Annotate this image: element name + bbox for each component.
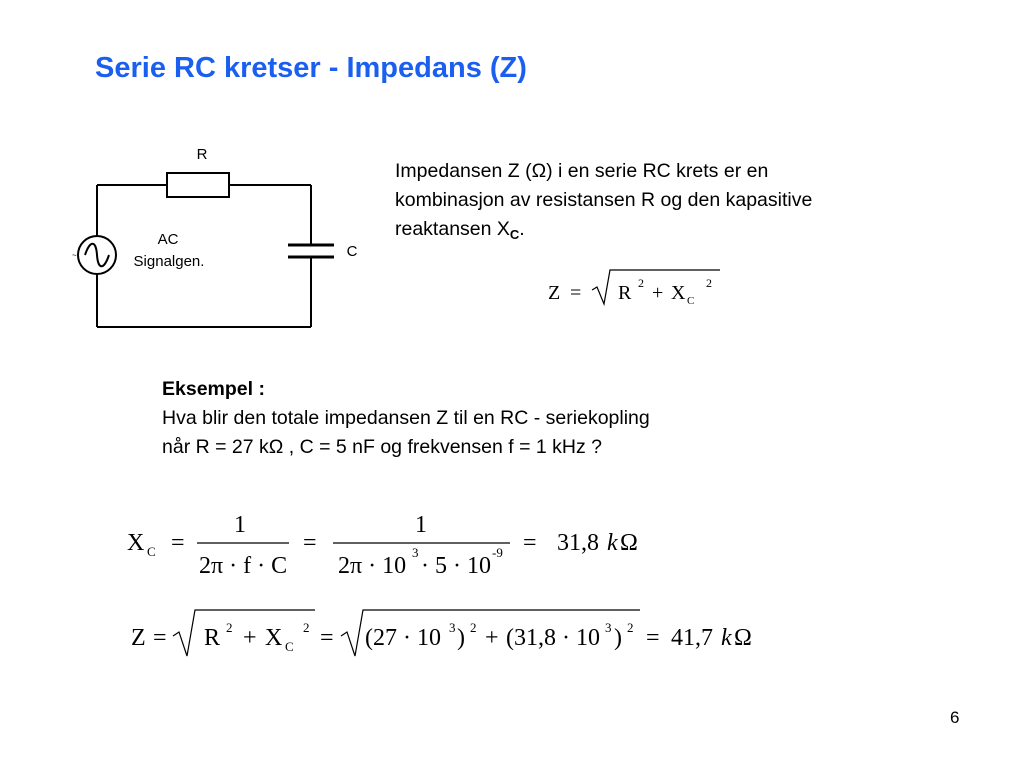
- xc-subscript: C: [509, 227, 520, 242]
- resistor-symbol: [166, 172, 230, 198]
- intro-line-1: Impedansen Z (Ω) i en serie RC krets er …: [395, 160, 769, 182]
- formula3-result-unit: Ω: [734, 625, 752, 651]
- formula3-term2-exp: 3: [605, 620, 612, 635]
- formula3-term2-close: ): [614, 625, 622, 651]
- capacitor-label: C: [347, 243, 358, 260]
- formula2-den2-a: 2π · 10: [338, 553, 406, 579]
- formula3-equals-2: =: [320, 625, 334, 651]
- intro-line-2: kombinasjon av resistansen R og den kapa…: [395, 189, 813, 211]
- formula2-x-sub: C: [147, 544, 156, 559]
- formula3-x-sub: C: [285, 639, 294, 654]
- formula1-x-sub: C: [687, 295, 694, 307]
- sine-wave-icon: [84, 242, 110, 268]
- formula1-r: R: [618, 282, 632, 304]
- formula3-term1-exp: 3: [449, 620, 456, 635]
- formula3-r-exp: 2: [226, 620, 233, 635]
- reactance-calculation: X C = 1 2π · f · C = 1 2π · 10 3 · 5 · 1…: [127, 512, 638, 579]
- formula2-x: X: [127, 530, 144, 556]
- sqrt-symbol-2: [340, 609, 640, 657]
- formula3-term2-sq: 2: [627, 620, 634, 635]
- intro-line-3-text: reaktansen X: [395, 218, 510, 240]
- formula3-term2: (31,8 · 10: [506, 625, 600, 651]
- formula3-x-exp: 2: [303, 620, 310, 635]
- formula3-result-number: 41,7: [671, 625, 713, 651]
- slide-title: Serie RC kretser - Impedans (Z): [95, 52, 527, 84]
- source-tilde-label: ~: [72, 251, 77, 260]
- formula1-x: X: [671, 282, 686, 304]
- formula2-equals-3: =: [523, 530, 537, 556]
- intro-paragraph: Impedansen Z (Ω) i en serie RC krets er …: [395, 157, 975, 249]
- formula3-plus: +: [243, 625, 257, 651]
- formula2-den2-b: · 5 · 10: [421, 553, 491, 579]
- formula2-result-unit: Ω: [620, 530, 638, 556]
- formula1-plus: +: [652, 282, 663, 304]
- sqrt-symbol-1: [172, 609, 315, 657]
- formula2-den1: 2π · f · C: [199, 553, 287, 579]
- formula3-term1-sq: 2: [470, 620, 477, 635]
- formula2-result-number: 31,8: [557, 530, 599, 556]
- formula2-equals-2: =: [303, 530, 317, 556]
- formula3-equals: =: [153, 625, 167, 651]
- formula2-num2: 1: [415, 512, 427, 538]
- formula1-equals: =: [570, 282, 581, 304]
- formula3-result-k: k: [721, 625, 732, 651]
- intro-line-3: reaktansen XC.: [395, 215, 975, 249]
- formula3-term1: (27 · 10: [365, 625, 441, 651]
- example-heading: Eksempel :: [162, 378, 265, 400]
- formula3-term1-close: ): [457, 625, 465, 651]
- page-number: 6: [950, 708, 960, 727]
- sqrt-symbol: [591, 269, 720, 307]
- intro-line-3-period: .: [519, 218, 525, 240]
- formula2-equals: =: [171, 530, 185, 556]
- example-block: Eksempel : Hva blir den totale impedanse…: [162, 375, 650, 462]
- impedance-formula: Z = R 2 + X C 2: [548, 269, 720, 307]
- resistor-label: R: [197, 146, 208, 163]
- formula3-x: X: [265, 625, 282, 651]
- example-line-1: Hva blir den totale impedansen Z til en …: [162, 407, 650, 429]
- formula3-r: R: [204, 625, 220, 651]
- example-line-2: når R = 27 kΩ , C = 5 nF og frekvensen f…: [162, 436, 602, 458]
- source-label-ac: AC: [158, 231, 179, 248]
- impedance-calculation: Z = R 2 + X C 2 = (27 · 10 3 ) 2 + (31,8…: [131, 609, 752, 657]
- formula1-z: Z: [548, 282, 560, 304]
- formula1-r-exp: 2: [638, 276, 644, 290]
- rc-circuit-diagram: R C AC Signalgen. ~: [72, 146, 358, 328]
- formula2-result-k: k: [607, 530, 618, 556]
- formula3-equals-3: =: [646, 625, 660, 651]
- formula3-z: Z: [131, 625, 146, 651]
- formula1-x-exp: 2: [706, 276, 712, 290]
- formula2-num1: 1: [234, 512, 246, 538]
- formula2-den2-exp1: 3: [412, 545, 419, 560]
- source-label-signalgen: Signalgen.: [134, 253, 205, 270]
- formula2-den2-exp2: -9: [492, 545, 503, 560]
- formula3-inner-plus: +: [485, 625, 499, 651]
